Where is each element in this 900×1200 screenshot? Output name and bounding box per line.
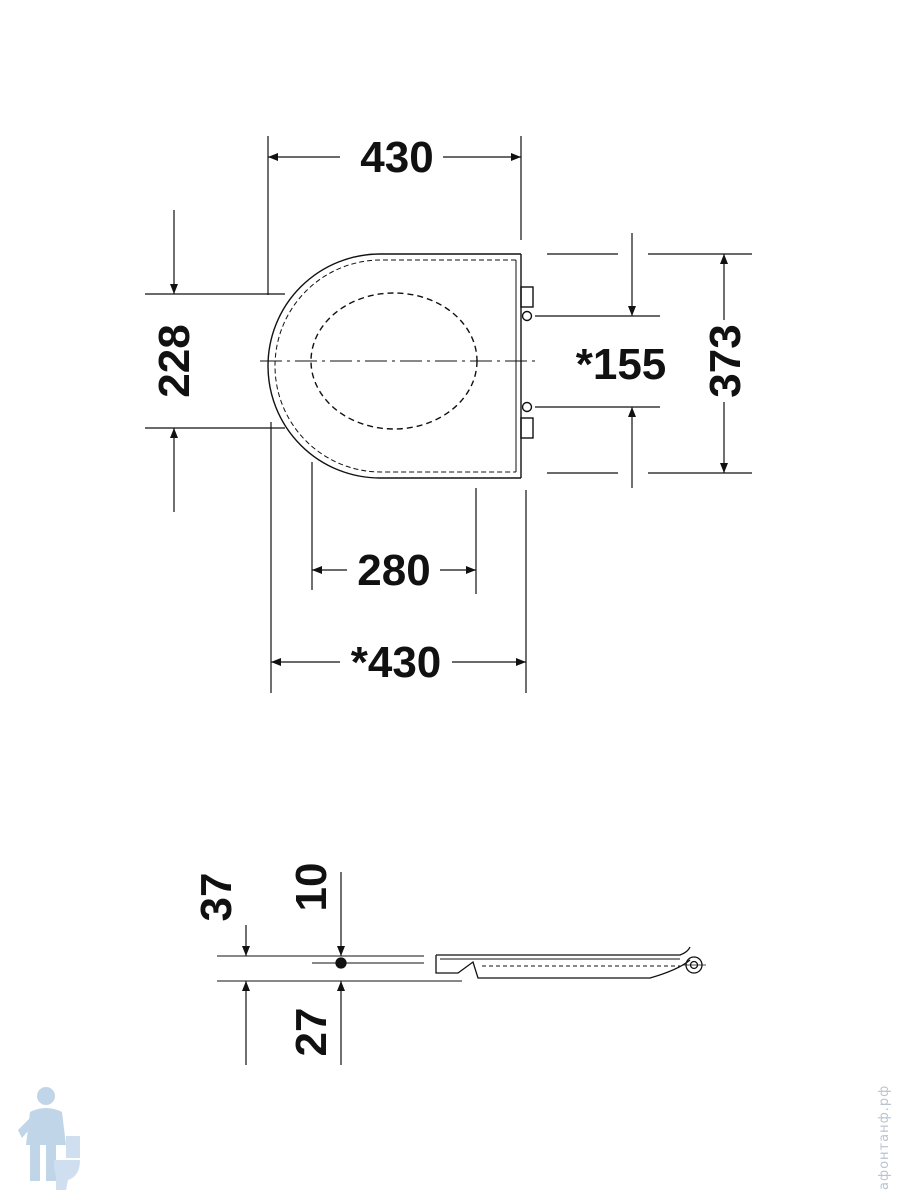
dim-label-offset-upper: 37 (192, 873, 241, 922)
dim-label-overall-length: 373 (701, 324, 750, 397)
top-view (145, 136, 752, 693)
seat-profile-lid (436, 946, 691, 956)
site-watermark: афонтанф.рф (877, 1085, 892, 1190)
dim-label-width-top: 430 (360, 133, 433, 182)
dim-label-inner-width: 280 (357, 546, 430, 595)
dim-label-width-bottom: *430 (351, 638, 442, 687)
seat-outline (267, 253, 521, 479)
pivot-point (335, 957, 347, 969)
dim-label-offset-lower: 27 (287, 1008, 336, 1057)
seat-profile-body (435, 955, 691, 979)
dim-label-left-height: 228 (150, 324, 199, 397)
plumber-mascot-icon (18, 1087, 80, 1190)
dim-label-offset-small: 10 (287, 863, 336, 912)
side-view (217, 872, 706, 1065)
hinge-lower (520, 401, 534, 439)
dim-label-hinge-spacing: *155 (576, 340, 667, 389)
hinge-upper (520, 286, 534, 322)
